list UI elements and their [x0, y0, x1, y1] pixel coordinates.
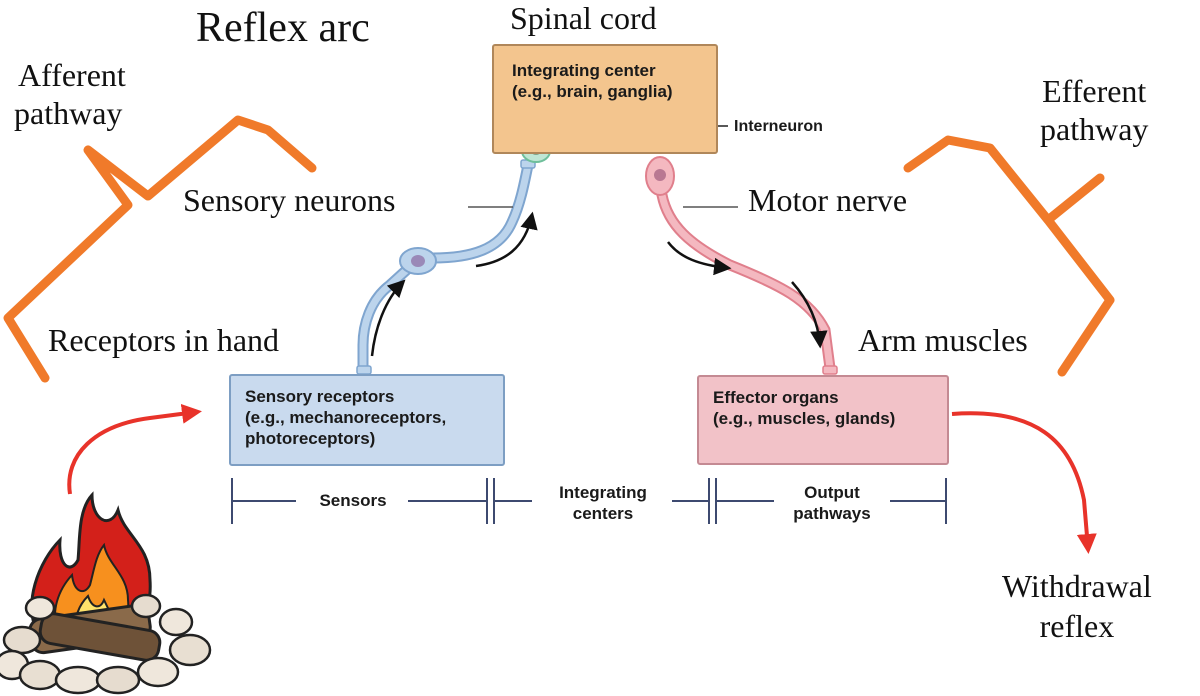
- effector-organs-box: Effector organs (e.g., muscles, glands): [697, 375, 949, 465]
- efferent-line-1: Efferent: [1042, 73, 1147, 109]
- scale-output-line-1: Output: [804, 483, 860, 502]
- scale-integrating-label: Integrating centers: [536, 482, 670, 524]
- integrating-center-title: Integrating center: [512, 61, 656, 80]
- sensory-receptors-box: Sensory receptors (e.g., mechanoreceptor…: [229, 374, 505, 466]
- sensory-receptors-example-2: photoreceptors): [245, 429, 376, 448]
- sensory-receptors-title: Sensory receptors: [245, 387, 395, 406]
- effector-organs-title: Effector organs: [713, 388, 839, 407]
- flow-arrow-2: [475, 211, 538, 268]
- stimulus-arrow: [67, 403, 202, 495]
- scale-output-label: Output pathways: [776, 482, 888, 524]
- flow-arrow-4: [667, 241, 732, 276]
- afferent-brace: [3, 115, 317, 383]
- scale-integrating-line-1: Integrating: [559, 483, 647, 502]
- integrating-center-example: (e.g., brain, ganglia): [512, 82, 673, 101]
- receptors-in-hand-label: Receptors in hand: [48, 322, 280, 358]
- scale-sensors-label: Sensors: [319, 491, 387, 510]
- afferent-line-1: Afferent: [18, 57, 126, 93]
- campfire-icon: [0, 491, 212, 695]
- efferent-pathway-label: Efferent pathway: [1040, 72, 1148, 148]
- category-scale: [231, 478, 947, 524]
- integrating-center-box: Integrating center (e.g., brain, ganglia…: [492, 44, 718, 154]
- arm-muscles-label: Arm muscles: [858, 322, 1028, 358]
- withdrawal-reflex-label: Withdrawal reflex: [1002, 566, 1152, 646]
- spinal-cord-label: Spinal cord: [510, 0, 657, 36]
- scale-integrating-line-2: centers: [572, 504, 634, 523]
- withdrawal-arrow: [951, 411, 1097, 554]
- flow-arrow-1: [370, 279, 406, 357]
- scale-output-line-2: pathways: [793, 504, 871, 523]
- sensory-neurons-label: Sensory neurons: [183, 182, 396, 218]
- effector-organs-example: (e.g., muscles, glands): [713, 409, 896, 428]
- diagram-title: Reflex arc: [196, 5, 370, 51]
- motor-nerve-label: Motor nerve: [748, 182, 908, 218]
- efferent-line-2: pathway: [1040, 111, 1149, 147]
- withdrawal-line-1: Withdrawal: [1002, 568, 1152, 604]
- efferent-brace: [903, 135, 1115, 377]
- sensory-receptors-example-1: (e.g., mechanoreceptors,: [245, 408, 447, 427]
- sensory-receptors-text: Sensory receptors (e.g., mechanoreceptor…: [245, 386, 446, 449]
- interneuron-label: Interneuron: [734, 118, 823, 135]
- afferent-pathway-label: Afferent pathway: [14, 56, 126, 132]
- afferent-line-2: pathway: [14, 95, 123, 131]
- effector-organs-text: Effector organs (e.g., muscles, glands): [713, 387, 895, 429]
- integrating-center-text: Integrating center (e.g., brain, ganglia…: [512, 60, 673, 102]
- withdrawal-line-2: reflex: [1039, 608, 1115, 644]
- flow-arrow-5: [791, 281, 828, 349]
